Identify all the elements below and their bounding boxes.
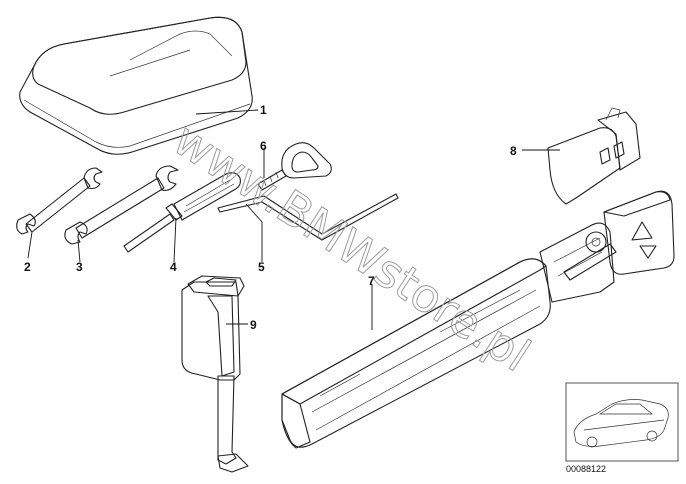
callout-5: 5 xyxy=(258,260,265,274)
towing-eye-part xyxy=(257,142,332,191)
callout-2: 2 xyxy=(24,260,31,274)
callout-4: 4 xyxy=(170,260,177,274)
car-thumbnail-inset: 00088122 xyxy=(565,382,679,474)
callout-numbers: 1 2 3 4 5 6 7 8 9 xyxy=(24,103,517,332)
tool-case-part xyxy=(19,16,253,155)
hex-key-part xyxy=(217,193,399,241)
callout-1: 1 xyxy=(260,103,267,117)
callout-3: 3 xyxy=(76,260,83,274)
holder-part xyxy=(181,275,249,473)
triangle-bracket-part xyxy=(547,107,641,205)
leader-lines xyxy=(27,109,560,330)
callout-6: 6 xyxy=(260,139,267,153)
warning-triangle-part xyxy=(281,190,675,449)
doc-number: 00088122 xyxy=(566,464,606,474)
screwdriver-part xyxy=(123,172,241,253)
callout-7: 7 xyxy=(368,274,375,288)
callout-9: 9 xyxy=(250,318,257,332)
small-wrench-part xyxy=(16,167,103,235)
callout-8: 8 xyxy=(510,144,517,158)
large-wrench-part xyxy=(64,165,179,245)
